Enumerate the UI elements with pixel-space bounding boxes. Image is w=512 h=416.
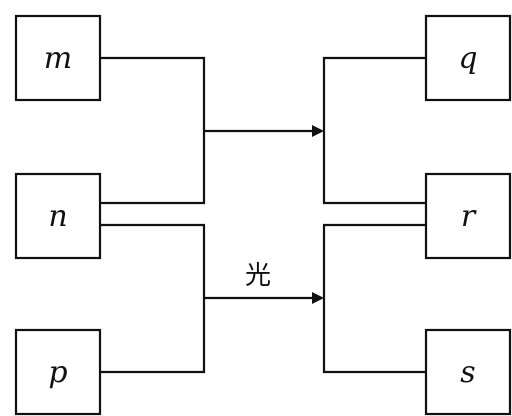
node-n: n xyxy=(14,172,102,260)
node-p: p xyxy=(14,328,102,416)
node-p-box xyxy=(14,328,102,416)
node-n-box xyxy=(14,172,102,260)
connector-n-p-to-lower-bracket xyxy=(100,223,206,374)
node-q-box xyxy=(424,14,512,102)
node-q: q xyxy=(424,14,512,102)
node-p-label: p xyxy=(48,355,67,390)
lower-reaction: 光 xyxy=(100,223,426,374)
node-m: m xyxy=(14,14,102,102)
node-n-label: n xyxy=(48,199,67,234)
node-r: r xyxy=(424,172,512,260)
light-condition-label: 光 xyxy=(245,261,271,291)
node-q-label: q xyxy=(458,41,477,76)
node-m-label: m xyxy=(44,41,72,76)
node-s-label: s xyxy=(460,355,475,390)
upper-reaction xyxy=(100,56,426,205)
node-s: s xyxy=(424,328,512,416)
connector-lower-bracket-to-r-s xyxy=(322,223,426,374)
node-r-label: r xyxy=(461,199,477,234)
node-r-box xyxy=(424,172,512,260)
connector-upper-bracket-to-q-r xyxy=(322,56,426,205)
connector-m-to-upper-bracket xyxy=(100,56,206,205)
node-m-box xyxy=(14,14,102,102)
